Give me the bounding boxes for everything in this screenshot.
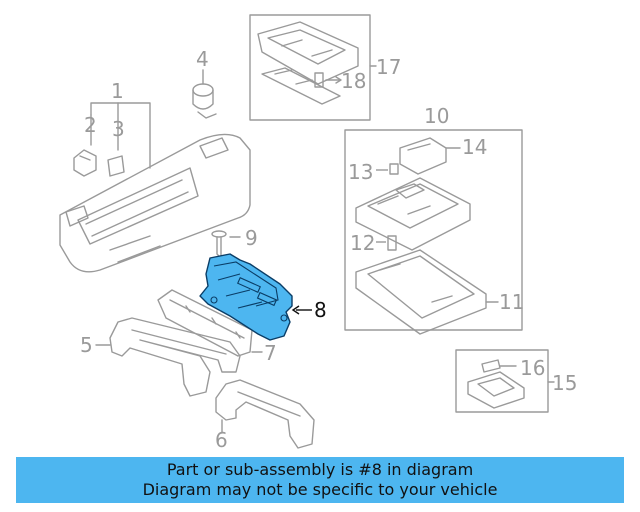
part-1-sun-visor: [59, 133, 251, 273]
part-11-cover: [355, 249, 499, 335]
callout-17: 17: [376, 55, 401, 79]
part-9-screw: [211, 230, 241, 259]
callout-10: 10: [424, 104, 449, 128]
part-1-leader: [90, 102, 151, 169]
callout-13: 13: [348, 160, 373, 184]
part-8-overhead-bracket[interactable]: [199, 253, 293, 341]
callout-11: 11: [499, 290, 524, 314]
part-16-bulb: [481, 359, 517, 373]
callout-7: 7: [264, 341, 277, 365]
callout-6: 6: [215, 428, 228, 452]
callout-9: 9: [245, 226, 258, 250]
callout-3: 3: [112, 117, 125, 141]
part-15-lamp: [467, 371, 525, 409]
callout-5: 5: [80, 333, 93, 357]
banner-line-1: Part or sub-assembly is #8 in diagram: [166, 460, 474, 479]
part-5-grab-handle: [109, 317, 241, 397]
part-3-clip: [107, 155, 125, 177]
part-14-lamp: [399, 137, 461, 175]
part-12-bulb: [387, 235, 397, 251]
callout-2: 2: [84, 113, 97, 137]
banner-line-2: Diagram may not be specific to your vehi…: [142, 480, 498, 499]
part-4-clip: [192, 69, 217, 119]
info-banner: Part or sub-assembly is #8 in diagram Di…: [16, 457, 624, 503]
callout-1: 1: [111, 79, 124, 103]
callout-4: 4: [196, 47, 209, 71]
callout-14: 14: [462, 135, 487, 159]
callout-8[interactable]: 8: [314, 298, 327, 322]
callout-12: 12: [350, 231, 375, 255]
part-13-bulb: [389, 163, 399, 175]
part-10-box: [344, 129, 523, 331]
exploded-parts-diagram: 1 2 3 4 5 6 7 8 9 10 11 12 13 14 15 16 1…: [59, 14, 577, 452]
part-8-leader: [291, 305, 312, 315]
part-17-box: [249, 14, 371, 121]
part-10-console: [355, 177, 471, 251]
part-2-clip: [73, 149, 97, 177]
part-15-box: [455, 349, 549, 413]
callout-15: 15: [552, 371, 577, 395]
callout-16: 16: [520, 356, 545, 380]
part-18-bulb: [314, 72, 342, 88]
part-7-bracket: [157, 289, 253, 357]
part-6-grab-handle: [215, 379, 315, 449]
callout-18: 18: [341, 69, 366, 93]
